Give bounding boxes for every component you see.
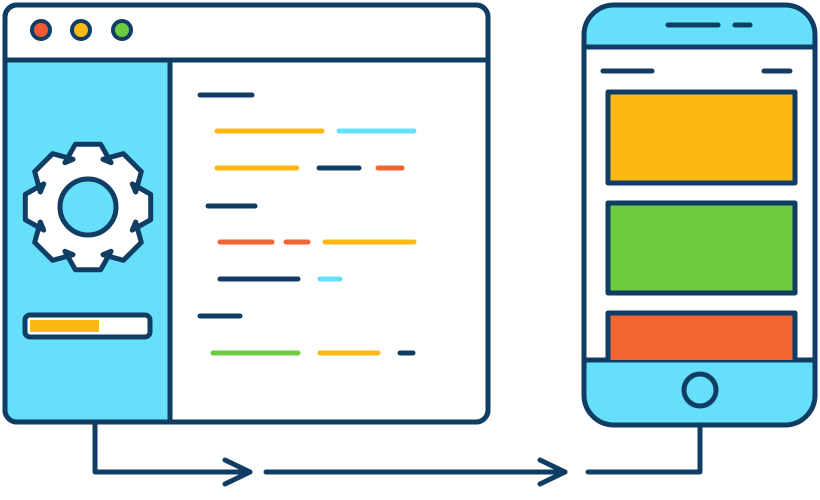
- window-close-dot[interactable]: [30, 19, 52, 41]
- phone-card-orange[interactable]: [605, 310, 798, 363]
- phone-card-green[interactable]: [605, 200, 798, 296]
- window-minimize-dot[interactable]: [70, 19, 92, 41]
- window-maximize-dot[interactable]: [111, 19, 133, 41]
- gear-hole: [57, 176, 119, 238]
- progress-fill: [30, 320, 99, 332]
- code-lines: [197, 92, 417, 356]
- arrow-segment-3: [585, 422, 703, 475]
- phone-card-yellow[interactable]: [605, 89, 798, 186]
- arrow-segment-1: [92, 419, 253, 475]
- arrow-head-1: [222, 457, 253, 487]
- phone-home-button[interactable]: [681, 371, 719, 409]
- arrow-head-2: [537, 457, 568, 487]
- browser-window: [2, 2, 491, 425]
- mobile-phone: [581, 2, 818, 428]
- flow-arrows: [92, 419, 703, 487]
